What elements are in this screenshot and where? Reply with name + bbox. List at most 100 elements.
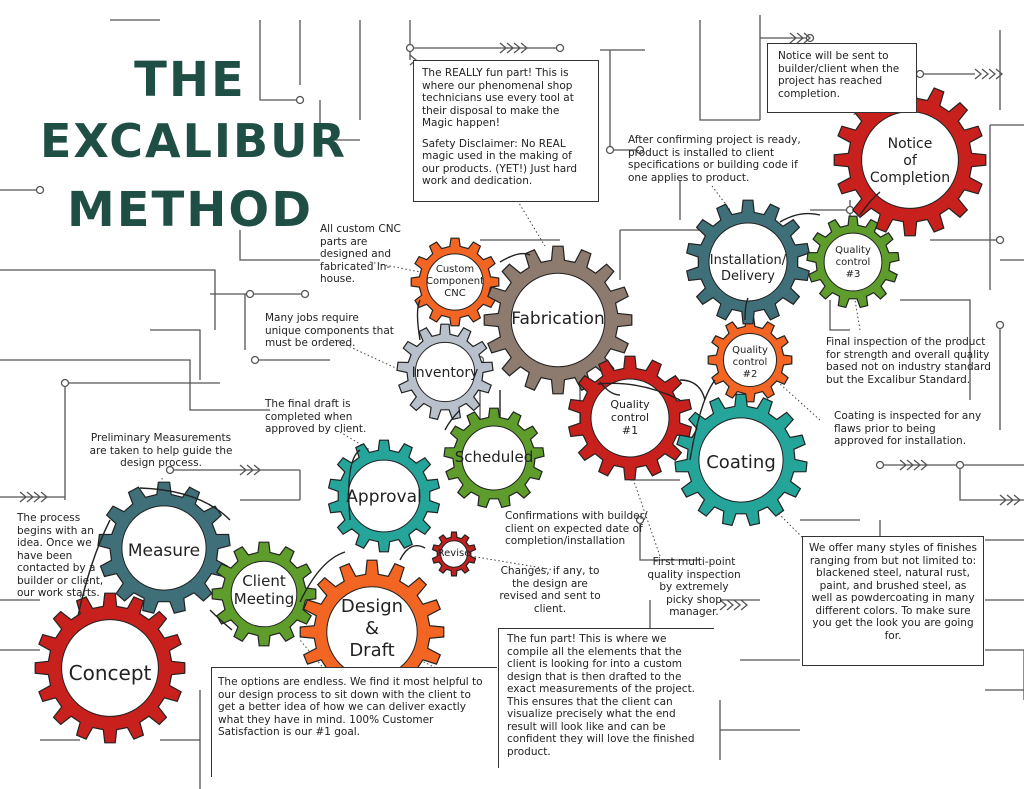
chevron-mark (1006, 494, 1015, 506)
chevron-mark (246, 464, 255, 476)
chevron-mark (995, 68, 1004, 80)
flow-arrow (399, 545, 426, 561)
note-fabrication-box: The REALLY fun part! This is where our p… (413, 60, 599, 202)
gear-hub-fabrication (510, 272, 606, 368)
gear-hub-inventory (414, 341, 476, 403)
flow-arrow (209, 609, 233, 631)
circuit-node (165, 465, 175, 475)
flow-arrow (444, 409, 461, 431)
leader-line (779, 383, 821, 421)
chevron-mark (40, 491, 49, 503)
flow-arrow (679, 379, 706, 401)
note-qc3: Final inspection of the product for stre… (826, 336, 991, 386)
circuit-node (295, 95, 305, 105)
circuit-node (995, 235, 1005, 245)
circuit-node (35, 185, 45, 195)
chevron-mark (506, 42, 515, 54)
circuit-line (900, 299, 971, 400)
flow-arrow (139, 487, 231, 521)
chevron-mark (513, 42, 522, 54)
chevron-mark (974, 68, 983, 80)
chevron-mark (239, 464, 248, 476)
flow-arrow (299, 551, 346, 603)
gear-label-concept: Concept (69, 661, 152, 685)
chevron-mark (920, 459, 929, 471)
gear-hub-custom-cnc (426, 253, 484, 311)
circuit-line (319, 100, 360, 141)
leader-line (849, 111, 876, 126)
circuit-line (959, 465, 1024, 501)
circuit-node (555, 43, 565, 53)
flow-arrow (779, 212, 821, 223)
circuit-node (605, 145, 615, 155)
note-installation: After confirming project is ready, produ… (628, 134, 801, 184)
title-line-2: EXCALIBUR (40, 114, 347, 168)
chevron-mark (26, 491, 35, 503)
gear-hub-scheduled (461, 425, 527, 491)
note-coating-box: We offer many styles of finishes ranging… (802, 536, 984, 666)
chevron-mark (1013, 494, 1022, 506)
title-line-3: METHOD (66, 182, 314, 238)
note-custom-cnc: All custom CNC parts are designed and fa… (320, 223, 401, 285)
chevron-mark (733, 599, 742, 611)
gear-hub-qc1 (590, 378, 670, 458)
gear-label-coating: Coating (706, 452, 776, 473)
circuit-node (405, 43, 415, 53)
chevron-mark (726, 599, 735, 611)
circuit-node (635, 145, 645, 155)
circuit-node (60, 378, 70, 388)
chevron-mark (520, 42, 529, 54)
chevron-mark (988, 68, 997, 80)
gear-hub-revise (440, 540, 468, 568)
gear-hub-concept (61, 619, 159, 717)
flow-arrow (499, 252, 531, 263)
title-line-1: THE (134, 52, 246, 108)
gear-hub-coating (698, 417, 784, 503)
circuit-line (0, 359, 270, 411)
circuit-node (250, 355, 260, 365)
circuit-node (995, 320, 1005, 330)
flow-arrow (689, 379, 716, 461)
note-design-draft-box: The fun part! This is where we compile a… (498, 628, 714, 768)
circuit-line (150, 329, 201, 380)
circuit-line (639, 520, 700, 561)
note-approval: The final draft is completed when approv… (265, 398, 367, 435)
chevron-mark (803, 32, 812, 44)
note-revise: Changes, if any, to the design are revis… (499, 565, 601, 615)
gear-label-fabrication: Fabrication (511, 309, 604, 329)
flow-arrow (348, 449, 361, 521)
leader-line (369, 261, 421, 273)
note-measure: Preliminary Measurements are taken to he… (89, 432, 233, 469)
note-notice-box: Notice will be sent to builder/client wh… (767, 43, 917, 113)
circuit-node (915, 69, 925, 79)
chevron-mark (906, 459, 915, 471)
circuit-lines (0, 15, 1024, 789)
chevron-mark (999, 494, 1008, 506)
note-fabrication-disclaimer: Safety Disclaimer: No REAL magic used in… (422, 137, 578, 188)
chevron-mark (740, 599, 749, 611)
gear-hub-qc3 (823, 232, 883, 292)
circuit-line (259, 20, 300, 101)
circuit-node (245, 289, 255, 299)
gear-label-approval: Approval (346, 487, 421, 507)
note-qc1: First multi-point quality inspection by … (647, 556, 741, 618)
note-client-meeting-box: The options are endless. We find it most… (211, 667, 497, 777)
flow-arrows (77, 191, 881, 631)
circuit-line (239, 230, 320, 261)
gear-hub-measure (121, 505, 207, 591)
circuit-node (875, 460, 885, 470)
leader-line (854, 299, 861, 331)
flow-arrow (77, 519, 111, 617)
note-inventory: Many jobs require unique components that… (265, 312, 394, 349)
circuit-node (635, 515, 645, 525)
gear-label-inventory: Inventory (412, 365, 479, 381)
gear-label-installation: Installation/Delivery (710, 253, 787, 284)
chevron-mark (899, 459, 908, 471)
chevron-mark (796, 32, 805, 44)
flow-arrow (744, 297, 749, 321)
note-qc2: Coating is inspected for any flaws prior… (834, 410, 982, 447)
